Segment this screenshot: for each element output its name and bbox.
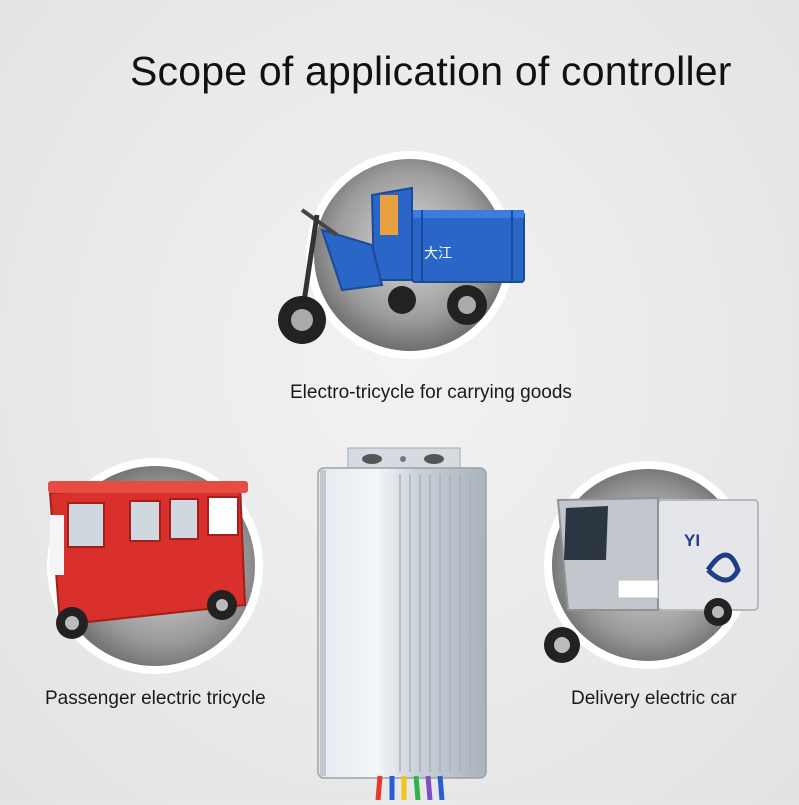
- application-goods: 大江: [262, 150, 552, 380]
- application-delivery: YI: [538, 460, 768, 675]
- passenger-tricycle-illustration: [47, 458, 263, 674]
- controller-product: [300, 440, 500, 805]
- cargo-logo-text: 大江: [424, 246, 452, 262]
- application-passenger: [40, 455, 270, 677]
- caption-goods: Electro-tricycle for carrying goods: [290, 382, 572, 403]
- wire-bundle: [375, 775, 445, 801]
- page-title: Scope of application of controller: [130, 48, 732, 94]
- cargo-tricycle-illustration: 大江: [278, 151, 525, 359]
- delivery-car-illustration: YI: [544, 461, 759, 669]
- controller-illustration: [317, 447, 487, 801]
- delivery-logo-text: YI: [684, 531, 700, 550]
- caption-passenger: Passenger electric tricycle: [45, 688, 266, 709]
- caption-delivery: Delivery electric car: [571, 688, 737, 709]
